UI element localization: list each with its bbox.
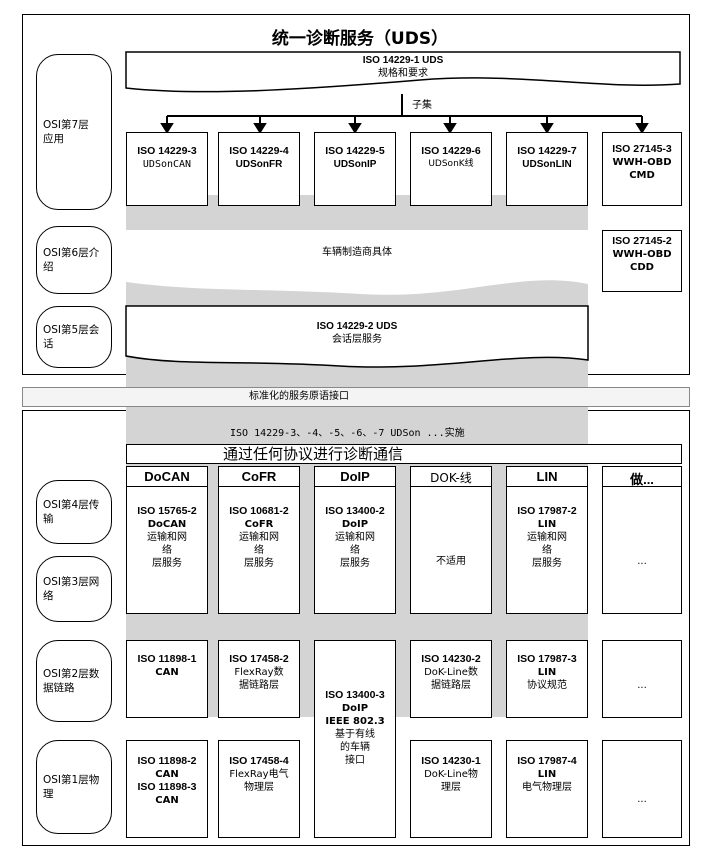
protocol-header-0: DoCAN (126, 466, 208, 486)
osi-layer-7: OSI第7层 应用 (36, 54, 112, 210)
page-title: 统一诊断服务（UDS） (271, 29, 449, 49)
implementation-note: ISO 14229-3、-4、-5、-6、-7 UDSon ...实施 (230, 428, 465, 439)
osi-layer-5: OSI第5层会 话 (36, 306, 112, 368)
protocol-header-2: DoIP (314, 466, 396, 486)
subset-label: 子集 (412, 100, 432, 111)
osi-layer-3: OSI第3层网 络 (36, 556, 112, 622)
osi-layer-4: OSI第4层传 输 (36, 480, 112, 544)
transport-cell-3: 不适用 (410, 486, 492, 614)
any-protocol-banner: 通过任何协议进行诊断通信 (126, 444, 682, 464)
stack-background-lower (126, 375, 588, 387)
osi-layer-1: OSI第1层物 理 (36, 740, 112, 834)
protocol-header-3: DOK-线 (410, 466, 492, 486)
layer6-text: 车辆制造商具体 (322, 247, 392, 258)
physical-cell-5: ... (602, 740, 682, 838)
session-spec: ISO 14229-2 UDS 会话层服务 (316, 321, 398, 345)
protocol-header-4: LIN (506, 466, 588, 486)
datalink-cell-5: ... (602, 640, 682, 718)
transport-cell-5: ... (602, 486, 682, 614)
stack-background-lower-2 (126, 408, 588, 444)
osi-layer-2: OSI第2层数 据链路 (36, 640, 112, 722)
top-spec: ISO 14229-1 UDS 规格和要求 (362, 55, 444, 79)
protocol-header-1: CoFR (218, 466, 300, 486)
osi-layer-6: OSI第6层介 绍 (36, 226, 112, 294)
service-primitive-bar: 标准化的服务原语接口 (22, 387, 690, 407)
protocol-header-5: 做... (602, 466, 682, 487)
